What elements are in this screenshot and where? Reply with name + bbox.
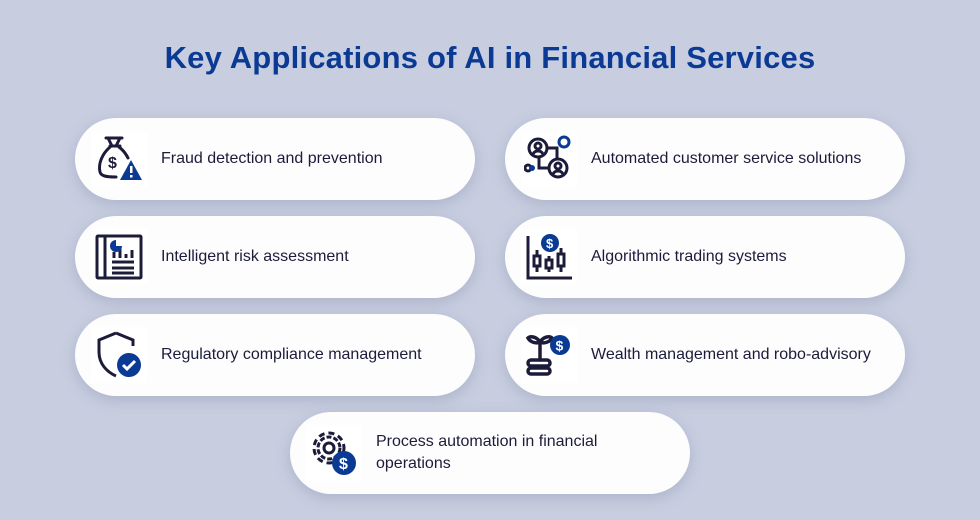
customer-network-icon [521, 131, 577, 187]
card-label: Intelligent risk assessment [161, 248, 349, 265]
money-bag-warning-icon: $ [91, 131, 147, 187]
card-wealth-management: $ Wealth management and robo-advisory [505, 314, 905, 396]
page-title: Key Applications of AI in Financial Serv… [164, 40, 816, 75]
card-algorithmic-trading: $ Algorithmic trading systems [505, 216, 905, 298]
gear-dollar-icon: $ [306, 425, 362, 481]
card-label: Algorithmic trading systems [591, 248, 787, 265]
candlestick-chart-icon: $ [521, 229, 577, 285]
card-label: Wealth management and robo-advisory [591, 346, 871, 363]
plant-coins-icon: $ [521, 327, 577, 383]
svg-text:$: $ [546, 236, 554, 251]
card-regulatory-compliance: Regulatory compliance management [75, 314, 475, 396]
card-label: Process automation in financial operatio… [376, 433, 598, 472]
card-label: Regulatory compliance management [161, 346, 422, 363]
card-risk-assessment: Intelligent risk assessment [75, 216, 475, 298]
svg-text:$: $ [108, 155, 117, 172]
card-label: Automated customer service solutions [591, 150, 862, 167]
shield-check-icon [91, 327, 147, 383]
card-fraud-detection: $ Fraud detection and prevention [75, 118, 475, 200]
card-label: Fraud detection and prevention [161, 150, 383, 167]
card-customer-service: Automated customer service solutions [505, 118, 905, 200]
svg-text:$: $ [556, 338, 564, 354]
risk-report-icon [91, 229, 147, 285]
svg-text:$: $ [339, 456, 348, 473]
card-process-automation: $ Process automation in financial operat… [290, 412, 690, 494]
